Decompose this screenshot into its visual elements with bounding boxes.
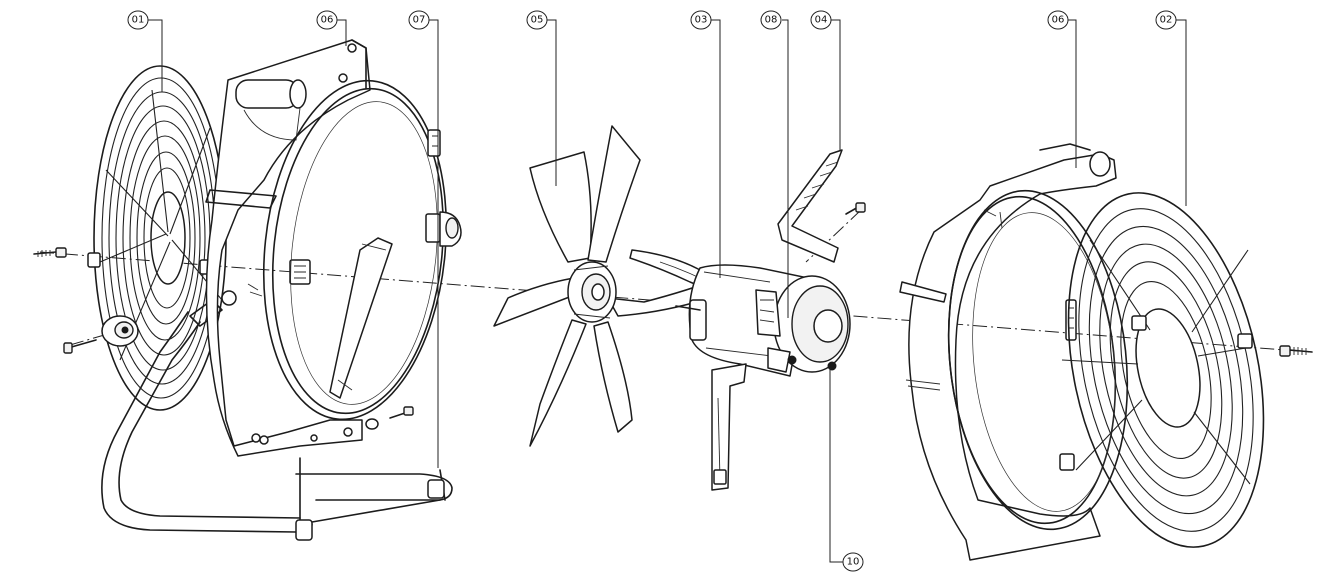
callout-03-label: 03 [695, 15, 708, 26]
callout-02-label: 02 [1160, 15, 1173, 26]
callout-04: 04 [810, 10, 832, 30]
rear-grille-guard [1061, 192, 1265, 548]
fan-blade-assembly [493, 125, 721, 447]
callout-08: 08 [760, 10, 782, 30]
callout-06-left-label: 06 [321, 15, 334, 26]
callout-01: 01 [127, 10, 149, 30]
small-screw-washer [365, 406, 414, 430]
right-shroud-housing [899, 143, 1129, 561]
leader-05 [546, 19, 557, 186]
callout-05: 05 [526, 10, 548, 30]
callout-07: 07 [408, 10, 430, 30]
leader-10 [829, 368, 843, 563]
bracket-screw-axis [805, 209, 862, 263]
leader-03 [710, 19, 721, 278]
callout-01-label: 01 [132, 15, 145, 26]
leader-07 [428, 19, 439, 468]
leader-01 [147, 19, 163, 92]
callout-08-label: 08 [765, 15, 778, 26]
left-screw [33, 247, 67, 258]
callout-04-label: 04 [815, 15, 828, 26]
callout-03: 03 [690, 10, 712, 30]
leader-06-left [336, 19, 347, 46]
leader-02 [1175, 19, 1187, 206]
leader-08 [782, 19, 789, 318]
callout-06-left: 06 [316, 10, 338, 30]
floor-stand [101, 299, 453, 541]
callout-06-right: 06 [1047, 10, 1069, 30]
right-screw [1279, 345, 1313, 357]
bolt-axis-line [69, 330, 119, 346]
leader-06-right [1067, 19, 1077, 168]
callout-07-label: 07 [413, 15, 426, 26]
motor-assembly [629, 249, 851, 491]
callout-05-label: 05 [531, 15, 544, 26]
callout-10-label: 10 [847, 557, 860, 568]
leader-04 [830, 19, 841, 150]
motor-mounting-bracket [777, 149, 866, 263]
callout-leaders [147, 19, 1187, 563]
left-shroud-housing [205, 39, 462, 457]
tilt-knob [63, 315, 139, 354]
callout-10: 10 [842, 552, 864, 572]
callout-02: 02 [1155, 10, 1177, 30]
callout-06-right-label: 06 [1052, 15, 1065, 26]
